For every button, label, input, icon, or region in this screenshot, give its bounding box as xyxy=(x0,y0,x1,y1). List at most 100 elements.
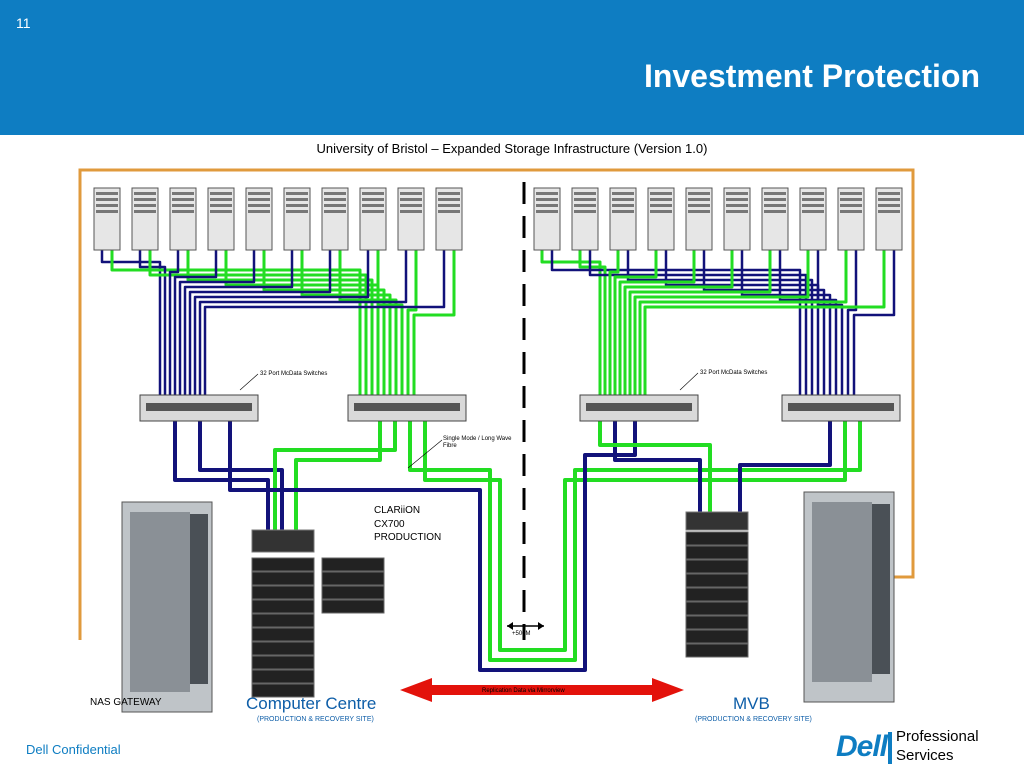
server-bay xyxy=(764,198,786,201)
server-bay xyxy=(726,198,748,201)
server-bay xyxy=(362,198,384,201)
server-bay xyxy=(172,210,194,213)
server-bay xyxy=(210,210,232,213)
fibre-cable xyxy=(638,250,848,395)
fibre-cable xyxy=(628,250,772,395)
fibre-cable xyxy=(550,250,802,395)
disk-shelf xyxy=(251,655,315,670)
server-tower xyxy=(799,187,827,251)
disk-shelf xyxy=(251,585,315,600)
fibre-cable xyxy=(168,250,180,395)
disk-shelf xyxy=(251,627,315,642)
server-bay xyxy=(840,198,862,201)
server-bay xyxy=(96,204,118,207)
server-bay xyxy=(324,204,346,207)
server-bay xyxy=(536,198,558,201)
fibre-label-line1: Single Mode / Long Wave xyxy=(443,436,512,442)
server-bay xyxy=(96,192,118,195)
server-bay xyxy=(650,210,672,213)
server-bay xyxy=(362,192,384,195)
rack-interior xyxy=(130,512,190,692)
replication-arrow xyxy=(400,678,684,702)
server-bay xyxy=(726,192,748,195)
fibre-cable xyxy=(613,421,702,512)
switch-label-pointer xyxy=(239,373,259,391)
server-bay xyxy=(574,198,596,201)
clariion-line1: CLARiiON xyxy=(374,505,421,516)
switch-label-pointer xyxy=(679,372,699,391)
server-bay xyxy=(438,192,460,195)
server-bay xyxy=(438,210,460,213)
server-tower xyxy=(647,187,675,251)
rack-door xyxy=(872,504,890,674)
dell-professional-services-logo: Dell Professional Services xyxy=(836,728,1006,766)
server-bay xyxy=(764,210,786,213)
server-bay xyxy=(688,210,710,213)
server-bay xyxy=(536,210,558,213)
fibre-cable xyxy=(183,250,294,395)
server-tower xyxy=(131,187,159,251)
server-bay xyxy=(286,192,308,195)
fibre-cable xyxy=(262,250,386,395)
fibre-cable xyxy=(608,250,620,395)
site-right-name: MVB xyxy=(733,694,770,713)
mvb-controller xyxy=(685,511,749,531)
title-bar: 11 Investment Protection xyxy=(0,0,1024,135)
fibre-cable xyxy=(193,250,370,395)
disk-shelf xyxy=(321,571,385,586)
fibre-cable xyxy=(186,250,374,395)
server-bay xyxy=(324,192,346,195)
server-tower xyxy=(875,187,903,251)
disk-shelf xyxy=(685,531,749,546)
fibre-cable xyxy=(406,250,418,395)
disk-shelf xyxy=(251,641,315,656)
server-bay xyxy=(134,210,156,213)
server-tower xyxy=(609,187,637,251)
fibre-cable xyxy=(740,250,832,395)
server-bay xyxy=(650,192,672,195)
server-bay xyxy=(362,204,384,207)
clariion-line2: CX700 xyxy=(374,519,405,530)
disk-shelf xyxy=(685,573,749,588)
fibre-cable xyxy=(588,250,808,395)
disk-shelf xyxy=(251,683,315,698)
switch-ports xyxy=(586,403,692,411)
fibre-cable xyxy=(100,250,162,395)
fibre-cable xyxy=(148,250,368,395)
server-bay xyxy=(248,204,270,207)
fibre-cable xyxy=(376,250,404,395)
server-bay xyxy=(650,204,672,207)
slide-title: Investment Protection xyxy=(643,58,980,94)
server-bay xyxy=(802,204,824,207)
clariion-controller xyxy=(251,529,315,553)
server-tower xyxy=(207,187,235,251)
disk-shelf xyxy=(251,669,315,684)
server-bay xyxy=(612,192,634,195)
disk-shelf xyxy=(321,585,385,600)
diagram-title: University of Bristol – Expanded Storage… xyxy=(316,141,708,156)
fibre-cable xyxy=(203,250,446,395)
fibre-cable xyxy=(178,250,256,395)
server-tower xyxy=(321,187,349,251)
fibre-cable xyxy=(738,421,832,512)
server-bay xyxy=(536,204,558,207)
fibre-cable xyxy=(198,250,408,395)
fibre-cable xyxy=(338,250,398,395)
server-bay xyxy=(878,198,900,201)
server-bay xyxy=(574,210,596,213)
server-bay xyxy=(286,210,308,213)
distance-arrowhead-right xyxy=(538,622,544,630)
replication-label: Replication Data via Mirrorview xyxy=(482,688,565,694)
server-bay xyxy=(210,204,232,207)
server-bay xyxy=(210,198,232,201)
server-tower xyxy=(283,187,311,251)
server-tower xyxy=(533,187,561,251)
server-bay xyxy=(878,192,900,195)
server-bay xyxy=(840,192,862,195)
fibre-cable xyxy=(643,250,886,395)
server-bay xyxy=(688,192,710,195)
server-bay xyxy=(400,192,422,195)
fibre-cable xyxy=(598,421,712,512)
server-bay xyxy=(248,210,270,213)
